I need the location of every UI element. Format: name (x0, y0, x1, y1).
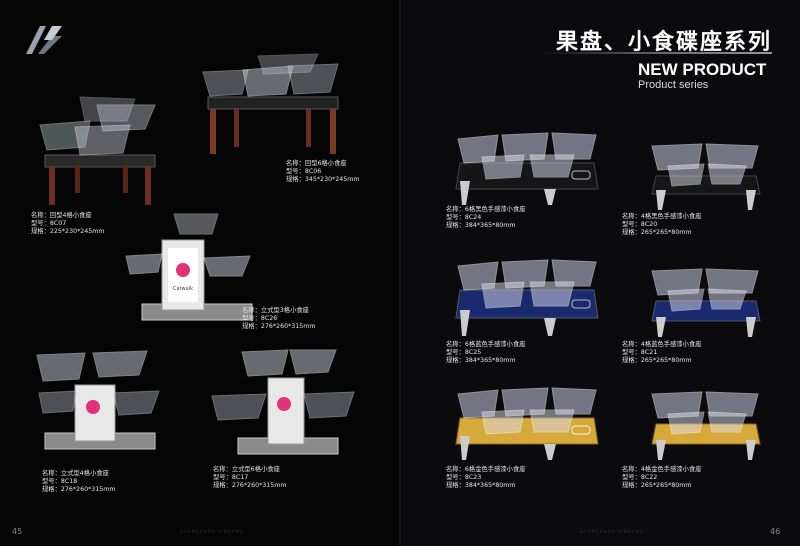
product-name: 名称：4格金色手感漆小食座 (622, 466, 702, 473)
product-size: 规格：384*365*80mm (446, 357, 516, 364)
product-name: 名称：4格黑色手感漆小食座 (622, 213, 702, 220)
product-caption-8c17: 名称：立式型6格小食座 型号：8C17 规格：276*260*315mm (213, 466, 287, 490)
product-model: 型号：8C26 (242, 315, 278, 322)
product-image-8c26: Catwalk (125, 213, 253, 321)
product-size: 规格：265*265*80mm (622, 357, 692, 364)
product-model: 型号：8C18 (42, 478, 78, 485)
product-name: 名称：回型6格小食座 (286, 160, 347, 167)
header-divider (542, 52, 772, 54)
left-page: 名称：回型4格小食座 型号：8C07 规格：225*230*245mm 名称：回… (12, 26, 360, 536)
product-size: 规格：276*260*315mm (242, 323, 316, 330)
product-name: 名称：6格金色手感漆小食座 (446, 466, 526, 473)
product-size: 规格：265*265*80mm (622, 229, 692, 236)
product-caption-8c22: 名称：4格金色手感漆小食座 型号：8C22 规格：265*265*80mm (622, 466, 702, 490)
product-name: 名称：4格蓝色手感漆小食座 (622, 341, 702, 348)
product-size: 规格：276*260*315mm (42, 486, 116, 493)
product-size: 规格：384*365*80mm (446, 222, 516, 229)
product-caption-8c21: 名称：4格蓝色手感漆小食座 型号：8C21 规格：265*265*80mm (622, 341, 702, 365)
product-size: 规格：265*265*80mm (622, 482, 692, 489)
product-name: 名称：立式型3格小食座 (242, 307, 309, 314)
series-title: 果盘、小食碟座系列 (555, 30, 772, 55)
product-model: 型号：8C17 (213, 474, 249, 481)
product-size: 规格：345*230*245mm (286, 176, 360, 183)
product-image-8c18 (36, 350, 160, 450)
product-caption-8c24: 名称：6格黑色手感漆小食座 型号：8C24 规格：384*365*80mm (446, 206, 526, 230)
product-model: 型号：8C25 (446, 349, 482, 356)
product-image-8c22 (651, 391, 761, 460)
product-caption-8c20: 名称：4格黑色手感漆小食座 型号：8C20 规格：265*265*80mm (622, 213, 702, 237)
product-size: 规格：384*365*80mm (446, 482, 516, 489)
product-image-8c24 (455, 132, 599, 205)
page-number: 45 (12, 527, 23, 536)
product-caption-8c06: 名称：回型6格小食座 型号：8C06 规格：345*230*245mm (286, 160, 360, 184)
product-caption-8c18: 名称：立式型4格小食座 型号：8C18 规格：276*260*315mm (42, 470, 116, 494)
product-image-8c06 (202, 53, 339, 154)
product-series-subheading: Product series (638, 79, 709, 91)
product-name: 名称：6格黑色手感漆小食座 (446, 206, 526, 213)
product-caption-8c25: 名称：6格蓝色手感漆小食座 型号：8C25 规格：384*365*80mm (446, 341, 526, 365)
product-name: 名称：立式型6格小食座 (213, 466, 280, 473)
product-image-8c25 (455, 259, 599, 336)
product-caption-8c07: 名称：回型4格小食座 型号：8C07 规格：225*230*245mm (31, 212, 105, 236)
footer-mark: GUANGZHOU XINHANG (580, 529, 644, 534)
product-caption-8c26: 名称：立式型3格小食座 型号：8C26 规格：276*260*315mm (242, 307, 316, 331)
product-image-8c07 (39, 96, 156, 205)
page-gutter (398, 0, 402, 546)
product-caption-8c23: 名称：6格金色手感漆小食座 型号：8C23 规格：384*365*80mm (446, 466, 526, 490)
brand-text: Catwalk (173, 286, 193, 292)
new-product-heading: NEW PRODUCT (638, 60, 767, 79)
product-size: 规格：276*260*315mm (213, 482, 287, 489)
product-name: 名称：立式型4格小食座 (42, 470, 109, 477)
footer-mark: GUANGZHOU XINHANG (180, 529, 244, 534)
product-image-8c23 (455, 387, 599, 460)
product-model: 型号：8C06 (286, 168, 322, 175)
product-model: 型号：8C21 (622, 349, 658, 356)
product-model: 型号：8C07 (31, 220, 67, 227)
product-model: 型号：8C20 (622, 221, 658, 228)
product-model: 型号：8C24 (446, 214, 482, 221)
brand-logo-icon (26, 26, 62, 54)
product-model: 型号：8C22 (622, 474, 658, 481)
product-name: 名称：回型4格小食座 (31, 212, 92, 219)
page-number: 46 (770, 527, 781, 536)
product-image-8c20 (651, 143, 761, 210)
product-image-8c21 (651, 268, 761, 337)
product-name: 名称：6格蓝色手感漆小食座 (446, 341, 526, 348)
product-image-8c17 (211, 349, 355, 455)
product-model: 型号：8C23 (446, 474, 482, 481)
product-size: 规格：225*230*245mm (31, 228, 105, 235)
